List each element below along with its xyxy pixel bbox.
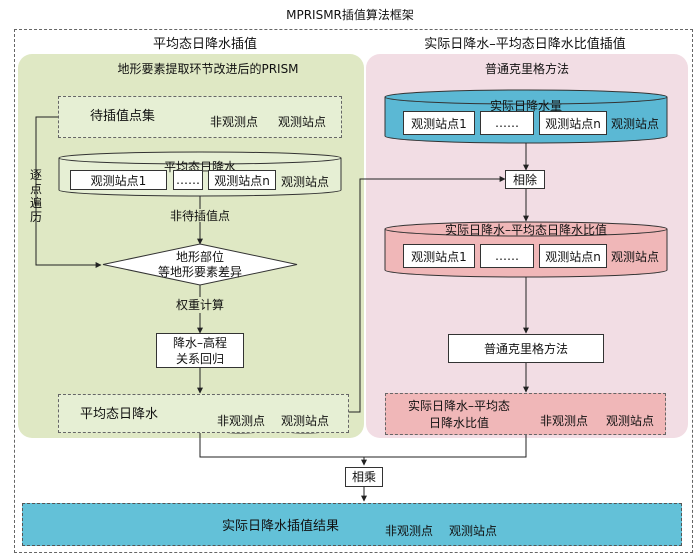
diamond-line-1: 地形部位 bbox=[175, 250, 225, 264]
left-section-title: 平均态日降水插值 bbox=[152, 37, 258, 52]
divide-label: 相除 bbox=[512, 173, 538, 187]
merge-line bbox=[199, 433, 527, 458]
page-title: MPRISMR插值算法框架 bbox=[286, 8, 414, 22]
ratio-result-line-1: 实际日降水–平均态 bbox=[407, 399, 511, 413]
diamond-shape bbox=[102, 243, 298, 286]
cyl-obs-label: 观测站点 bbox=[277, 115, 327, 129]
pending-set-box bbox=[58, 96, 342, 138]
regression-line-2: 关系回归 bbox=[175, 352, 225, 366]
actual-precip-label: 实际日降水量 bbox=[489, 99, 563, 113]
regression-line-1: 降水–高程 bbox=[172, 336, 228, 350]
cyl-nonobs-label: 非观测点 bbox=[209, 115, 259, 129]
traverse-label: 逐 点 遍 历 bbox=[29, 168, 43, 224]
cyl-obs-label: 观测站点 bbox=[280, 414, 330, 428]
station-n-cell: 观测站点n bbox=[539, 244, 607, 268]
diamond-line-2: 等地形要素差异 bbox=[157, 265, 243, 279]
ellipsis-cell: …… bbox=[173, 170, 203, 190]
stations-label: 观测站点 bbox=[281, 175, 330, 189]
traverse-char: 遍 bbox=[29, 196, 42, 210]
regression-box bbox=[156, 333, 244, 368]
multiply-label: 相乘 bbox=[351, 470, 377, 484]
station-n-cell: 观测站点n bbox=[539, 111, 607, 135]
mean-result-label: 平均态日降水 bbox=[80, 407, 159, 422]
cyl-nonobs-label: 非观测点 bbox=[539, 414, 589, 428]
traverse-loop bbox=[35, 116, 102, 268]
final-result-label: 实际日降水插值结果 bbox=[222, 519, 340, 534]
traverse-char: 逐 bbox=[29, 168, 42, 182]
mean-result-box bbox=[58, 394, 349, 433]
right-subtitle: 普通克里格方法 bbox=[484, 62, 570, 76]
outer-frame bbox=[14, 29, 693, 553]
station-n-cell: 观测站点n bbox=[208, 170, 276, 190]
ratio-result-line-2: 日降水比值 bbox=[428, 416, 490, 430]
cyl-obs-label: 观测站点 bbox=[605, 414, 655, 428]
cyl-nonobs-label: 非观测点 bbox=[384, 524, 434, 538]
traverse-char: 点 bbox=[29, 182, 42, 196]
kriging-label: 普通克里格方法 bbox=[483, 342, 569, 356]
cyl-nonobs-label: 非观测点 bbox=[216, 414, 266, 428]
kriging-box bbox=[448, 334, 604, 363]
right-section-title: 实际日降水–平均态日降水比值插值 bbox=[424, 37, 626, 52]
ellipsis-cell: …… bbox=[480, 244, 534, 268]
station-1-cell: 观测站点1 bbox=[70, 170, 167, 190]
station-1-cell: 观测站点1 bbox=[403, 244, 475, 268]
traverse-char: 历 bbox=[29, 210, 42, 224]
ellipsis-cell: …… bbox=[480, 111, 534, 135]
divide-box bbox=[505, 170, 545, 189]
final-result-box bbox=[22, 503, 682, 546]
arrow-mean-to-divide bbox=[349, 176, 506, 413]
pending-set-label: 待插值点集 bbox=[90, 109, 156, 124]
multiply-box bbox=[345, 467, 383, 487]
left-subtitle: 地形要素提取环节改进后的PRISM bbox=[117, 62, 299, 76]
non-pending-label: 非待插值点 bbox=[169, 209, 231, 223]
stations-label: 观测站点 bbox=[611, 250, 660, 264]
station-1-cell: 观测站点1 bbox=[403, 111, 475, 135]
stations-label: 观测站点 bbox=[611, 117, 660, 131]
weight-label: 权重计算 bbox=[175, 298, 225, 312]
cyl-obs-label: 观测站点 bbox=[448, 524, 498, 538]
ratio-label: 实际日降水–平均态日降水比值 bbox=[444, 223, 608, 237]
ratio-result-box bbox=[385, 393, 666, 435]
